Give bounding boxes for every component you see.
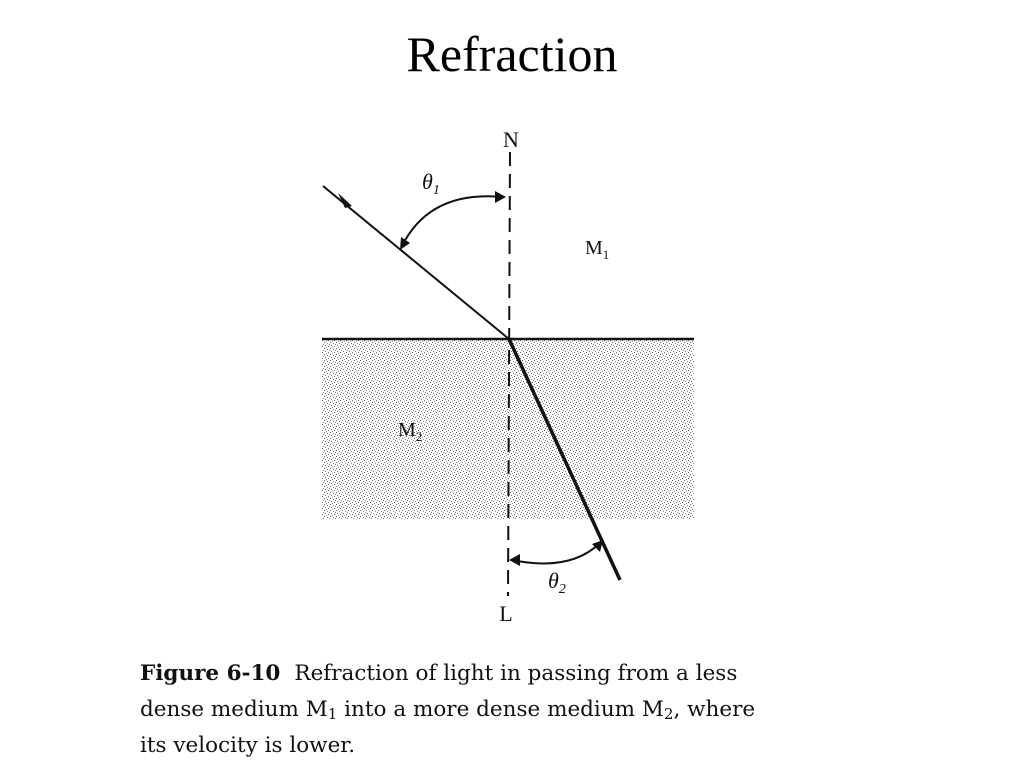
angle-arc-incident-arrow-bottom (400, 237, 410, 250)
normal-line (507, 151, 511, 597)
caption-figure-label: Figure 6-10 (140, 661, 281, 686)
normal-top-label: N (503, 127, 519, 152)
caption-line2-sub-2: 2 (663, 705, 674, 723)
figure-caption: Figure 6-10 Refraction of light in passin… (140, 656, 860, 764)
medium2-label: M2 (398, 419, 422, 444)
caption-line2-part-b: into a more dense medium M (337, 697, 664, 722)
refracted-ray (507, 338, 622, 581)
angle-arc-refracted (511, 542, 601, 565)
caption-line-1: Figure 6-10 Refraction of light in passin… (140, 656, 860, 692)
angle-arc-refracted-arrow-right (592, 540, 603, 552)
normal-bottom-label: L (499, 601, 512, 626)
incident-ray (322, 185, 510, 340)
slide-title: Refraction (406, 26, 618, 82)
caption-line-3: its velocity is lower. (140, 733, 356, 758)
angle-arc-incident (401, 195, 504, 247)
theta1-label: θ1 (422, 169, 440, 198)
caption-line1-text: Refraction of light in passing from a le… (294, 661, 738, 686)
caption-line2-part-c: , where (673, 697, 756, 722)
caption-line2-part-a: dense medium M (140, 697, 328, 722)
angle-arc-incident-arrow-top (495, 191, 506, 203)
medium1-label: M1 (585, 237, 609, 262)
incident-ray-arrow (338, 193, 352, 208)
caption-line-2: dense medium M1 into a more dense medium… (140, 692, 860, 728)
theta2-label: θ2 (548, 568, 566, 597)
angle-arc-refracted-arrow-left (509, 554, 520, 566)
caption-line2-sub-1: 1 (327, 705, 338, 723)
